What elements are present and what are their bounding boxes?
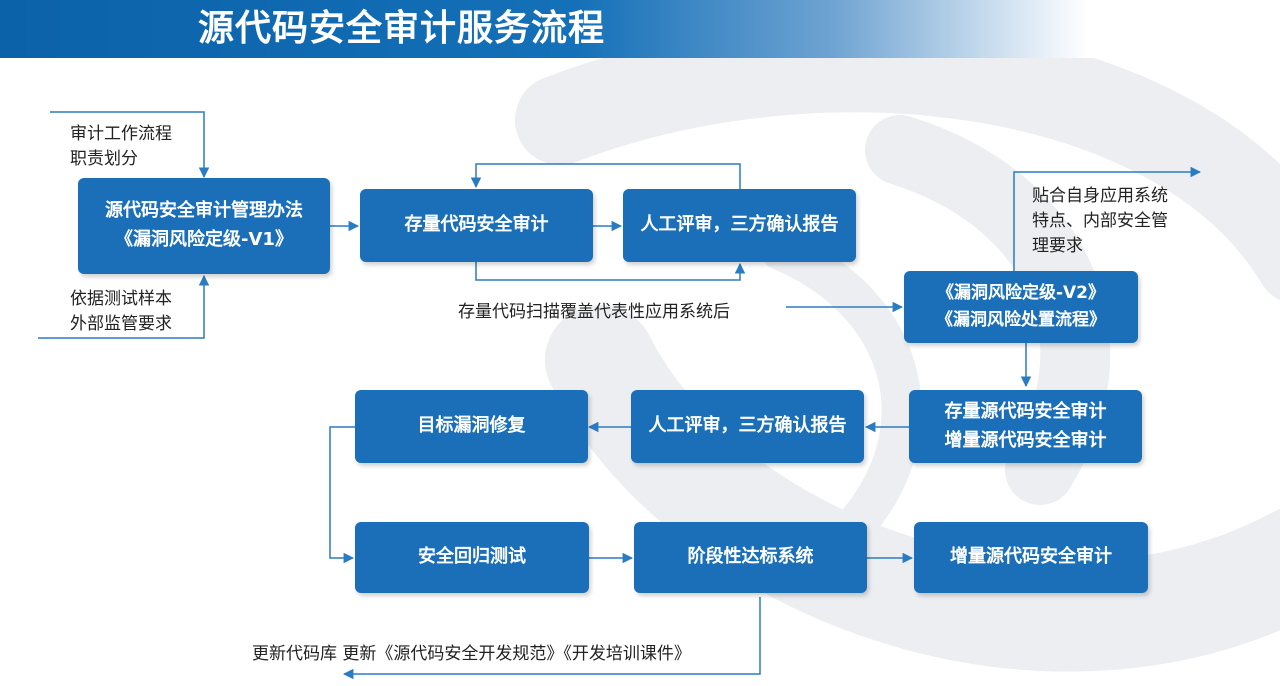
box-mgmt-policy: 源代码安全审计管理办法 《漏洞风险定级-V1》 bbox=[78, 178, 330, 274]
box-manual-review-2: 人工评审，三方确认报告 bbox=[631, 390, 864, 463]
box-incremental-audit: 增量源代码安全审计 bbox=[914, 522, 1148, 593]
box-stock-code-audit-label: 存量代码安全审计 bbox=[404, 214, 549, 236]
box-mgmt-policy-line2: 《漏洞风险定级-V1》 bbox=[115, 229, 293, 250]
box-incremental-audit-label: 增量源代码安全审计 bbox=[950, 546, 1112, 568]
loop-review1-to-stock-audit bbox=[470, 163, 741, 189]
box-stage-compliant-system: 阶段性达标系统 bbox=[634, 522, 867, 593]
box-regression-test-label: 安全回归测试 bbox=[418, 546, 526, 568]
note-fit-requirements-line2: 特点、内部安全管 bbox=[1032, 211, 1168, 231]
box-regression-test: 安全回归测试 bbox=[355, 522, 589, 593]
note-coverage: 存量代码扫描覆盖代表性应用系统后 bbox=[458, 300, 730, 325]
box-source-code-audit: 存量源代码安全审计 增量源代码安全审计 bbox=[909, 390, 1142, 463]
note-update-library-label: 更新代码库 更新《源代码安全开发规范》《开发培训课件》 bbox=[252, 644, 691, 664]
line-risk-v2-to-fit bbox=[1013, 166, 1202, 271]
box-source-code-audit-line2: 增量源代码安全审计 bbox=[944, 429, 1107, 451]
box-manual-review-2-label: 人工评审，三方确认报告 bbox=[648, 415, 847, 437]
box-manual-review-1-label: 人工评审，三方确认报告 bbox=[640, 214, 839, 236]
box-stage-compliant-system-label: 阶段性达标系统 bbox=[687, 546, 814, 568]
box-risk-rating-v2-line1: 《漏洞风险定级-V2》 bbox=[936, 282, 1106, 303]
note-work-flow-line2: 职责划分 bbox=[70, 149, 138, 169]
line-stage-to-update bbox=[342, 597, 761, 680]
box-vulnerability-fix-label: 目标漏洞修复 bbox=[417, 415, 526, 437]
box-risk-rating-v2-line2: 《漏洞风险处置流程》 bbox=[936, 310, 1106, 330]
note-fit-requirements-line1: 贴合自身应用系统 bbox=[1032, 186, 1168, 206]
loop-stock-audit-to-review1 bbox=[475, 262, 746, 281]
note-fit-requirements: 贴合自身应用系统 特点、内部安全管 理要求 bbox=[1032, 184, 1168, 259]
note-test-basis-line1: 依据测试样本 bbox=[70, 289, 172, 309]
box-source-code-audit-line1: 存量源代码安全审计 bbox=[944, 400, 1107, 422]
note-work-flow: 审计工作流程 职责划分 bbox=[70, 122, 172, 172]
note-test-basis: 依据测试样本 外部监管要求 bbox=[70, 287, 172, 337]
note-test-basis-line2: 外部监管要求 bbox=[70, 314, 172, 334]
line-fix-to-regression bbox=[329, 426, 355, 564]
box-vulnerability-fix: 目标漏洞修复 bbox=[355, 390, 588, 463]
box-risk-rating-v2: 《漏洞风险定级-V2》 《漏洞风险处置流程》 bbox=[904, 271, 1138, 343]
page-title: 源代码安全审计服务流程 bbox=[198, 8, 606, 49]
note-fit-requirements-line3: 理要求 bbox=[1032, 236, 1083, 256]
note-coverage-label: 存量代码扫描覆盖代表性应用系统后 bbox=[458, 302, 730, 322]
note-update-library: 更新代码库 更新《源代码安全开发规范》《开发培训课件》 bbox=[252, 642, 691, 667]
line-workflow-to-mgmt bbox=[50, 111, 210, 179]
box-manual-review-1: 人工评审，三方确认报告 bbox=[623, 189, 856, 262]
line-basis-to-mgmt bbox=[38, 274, 210, 339]
header-bar bbox=[0, 0, 1280, 58]
note-work-flow-line1: 审计工作流程 bbox=[70, 124, 172, 144]
box-stock-code-audit: 存量代码安全审计 bbox=[360, 189, 593, 262]
box-mgmt-policy-line1: 源代码安全审计管理办法 bbox=[105, 200, 303, 222]
